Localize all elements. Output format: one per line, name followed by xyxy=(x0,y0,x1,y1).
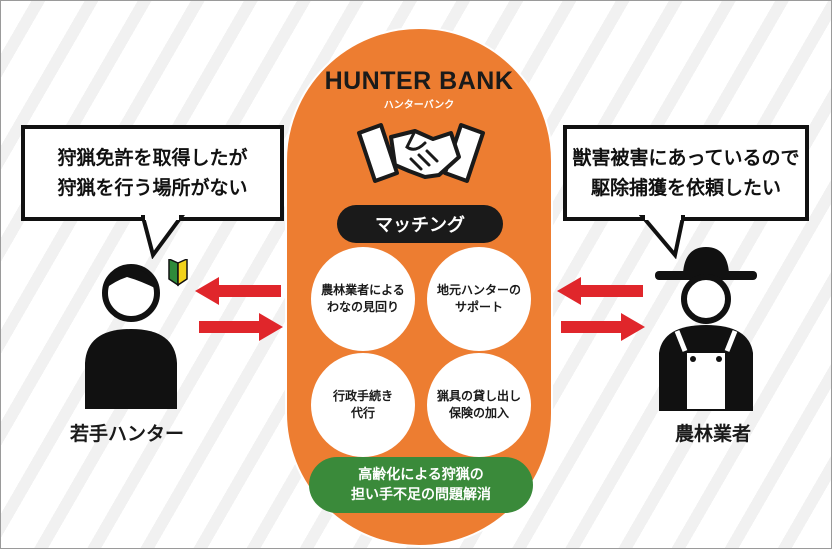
farmer-with-hat-icon xyxy=(655,247,757,411)
service-local-hunter-support: 地元ハンターの サポート xyxy=(427,247,531,351)
person-icon xyxy=(85,264,177,409)
hunter-speech-bubble: 狩猟免許を取得したが 狩猟を行う場所がない xyxy=(21,125,284,221)
goal-line1: 高齢化による狩猟の xyxy=(358,467,484,483)
arrow-to-capsule-from-farmer xyxy=(557,277,643,305)
farmer-speech-line2: 駆除捕獲を依頼したい xyxy=(590,177,781,199)
arrow-to-hunter xyxy=(195,277,281,305)
service-trap-patrol-line2: わなの見回り xyxy=(326,300,399,314)
brand-title: HUNTER BANK xyxy=(324,67,514,95)
service-trap-patrol-line1: 農林業者による xyxy=(321,283,405,297)
service-admin-procedures-line2: 代行 xyxy=(350,406,375,420)
hunter-speech-line2: 狩猟を行う場所がない xyxy=(57,177,248,199)
hunter-exchange-arrows xyxy=(195,277,283,341)
arrow-to-farmer xyxy=(561,313,645,341)
farmer-speech-bubble: 獣害被害にあっているので 駆除捕獲を依頼したい xyxy=(563,125,809,221)
beginner-mark-icon xyxy=(168,259,188,287)
service-local-hunter-support-line1: 地元ハンターの xyxy=(436,283,521,297)
farmer-bubble-tail xyxy=(639,215,685,259)
farmer-label: 農林業者 xyxy=(674,423,751,445)
service-trap-patrol: 農林業者による わなの見回り xyxy=(311,247,415,351)
service-admin-procedures-line1: 行政手続き xyxy=(332,389,393,403)
matching-badge: マッチング xyxy=(337,205,503,243)
farmer-exchange-arrows xyxy=(557,277,645,341)
handshake-icon xyxy=(357,123,485,183)
service-equipment-insurance-line1: 猟具の貸し出し xyxy=(436,389,521,403)
goal-line2: 担い手不足の問題解消 xyxy=(351,487,491,503)
hunter-bubble-tail xyxy=(141,215,185,259)
service-local-hunter-support-line2: サポート xyxy=(454,300,503,314)
service-equipment-insurance-line2: 保険の加入 xyxy=(448,406,509,420)
service-admin-procedures: 行政手続き 代行 xyxy=(311,353,415,457)
farmer-speech-line1: 獣害被害にあっているので xyxy=(572,147,800,169)
arrow-from-hunter xyxy=(199,313,283,341)
service-equipment-insurance: 猟具の貸し出し 保険の加入 xyxy=(427,353,531,457)
hunter-bank-capsule: HUNTER BANK ハンターバンク マッチング 農林業者による わなの見回り… xyxy=(285,27,553,547)
brand-kana: ハンターバンク xyxy=(383,100,455,111)
young-hunter-label: 若手ハンター xyxy=(69,423,184,445)
hunter-speech-line1: 狩猟免許を取得したが xyxy=(57,147,248,169)
goal-badge: 高齢化による狩猟の 担い手不足の問題解消 xyxy=(309,457,533,513)
